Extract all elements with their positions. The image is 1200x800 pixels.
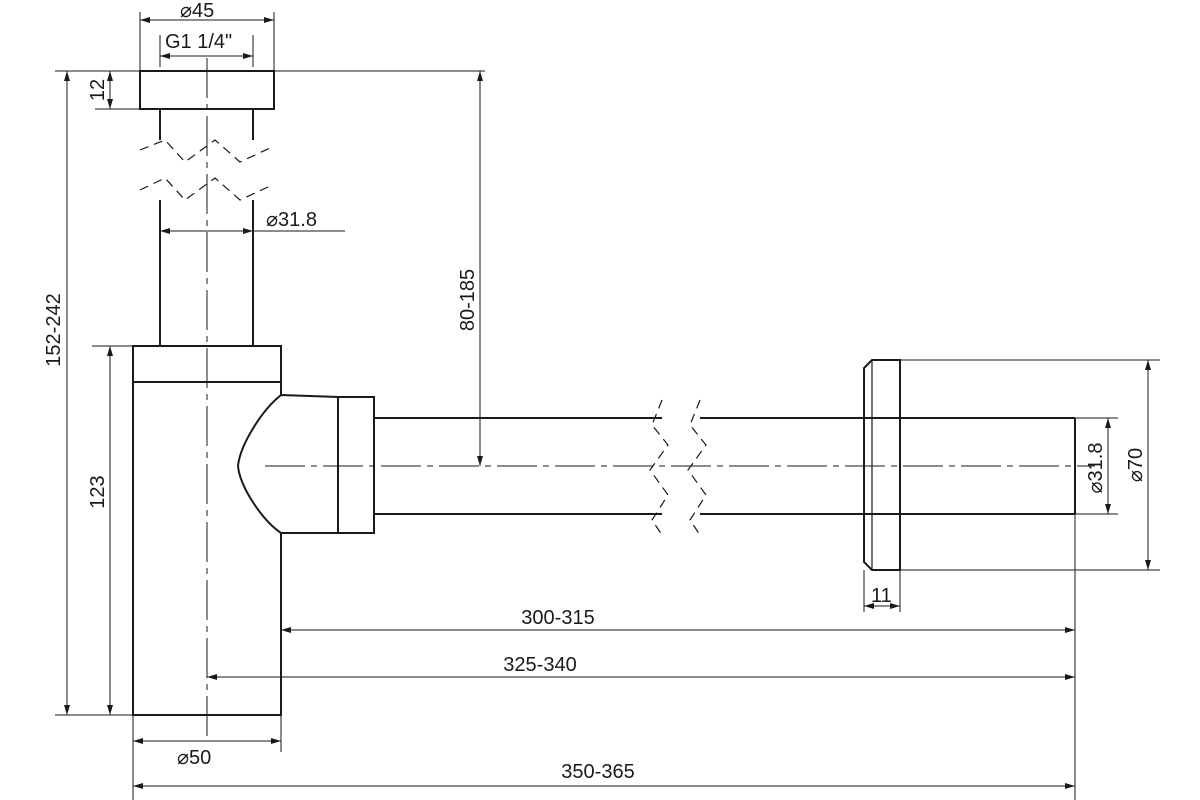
label-body-height: 123 [87, 475, 109, 508]
extension-lines [55, 12, 1160, 800]
outlet-nut [337, 396, 375, 534]
dimension-lines [64, 17, 1151, 789]
horizontal-break-left [649, 399, 669, 536]
dimension-labels: ⌀45 G1 1/4" 12 ⌀31.8 152-242 80-185 123 … [43, 0, 1147, 783]
label-length-from-body: 300-315 [521, 607, 594, 629]
center-lines [206, 58, 1095, 740]
label-nut-diameter: ⌀45 [180, 0, 214, 22]
horizontal-break-right [687, 399, 707, 536]
label-outlet-height: 80-185 [457, 269, 479, 331]
label-body-diameter: ⌀50 [177, 747, 211, 769]
label-outlet-tube-diameter: ⌀31.8 [1085, 443, 1107, 494]
label-nut-height: 12 [87, 79, 109, 101]
label-length-from-axis: 325-340 [503, 654, 576, 676]
label-overall-length: 350-365 [561, 761, 634, 783]
label-tube-diameter: ⌀31.8 [266, 209, 317, 231]
wall-flange [863, 359, 901, 571]
label-total-height: 152-242 [43, 293, 65, 366]
trap-outline [132, 70, 1076, 716]
tube-break-lower [139, 177, 271, 201]
tube-break-upper [139, 139, 271, 163]
label-flange-diameter: ⌀70 [1125, 448, 1147, 482]
outlet-elbow [236, 393, 339, 534]
label-thread: G1 1/4" [165, 31, 232, 53]
label-flange-thickness: 11 [871, 585, 892, 607]
